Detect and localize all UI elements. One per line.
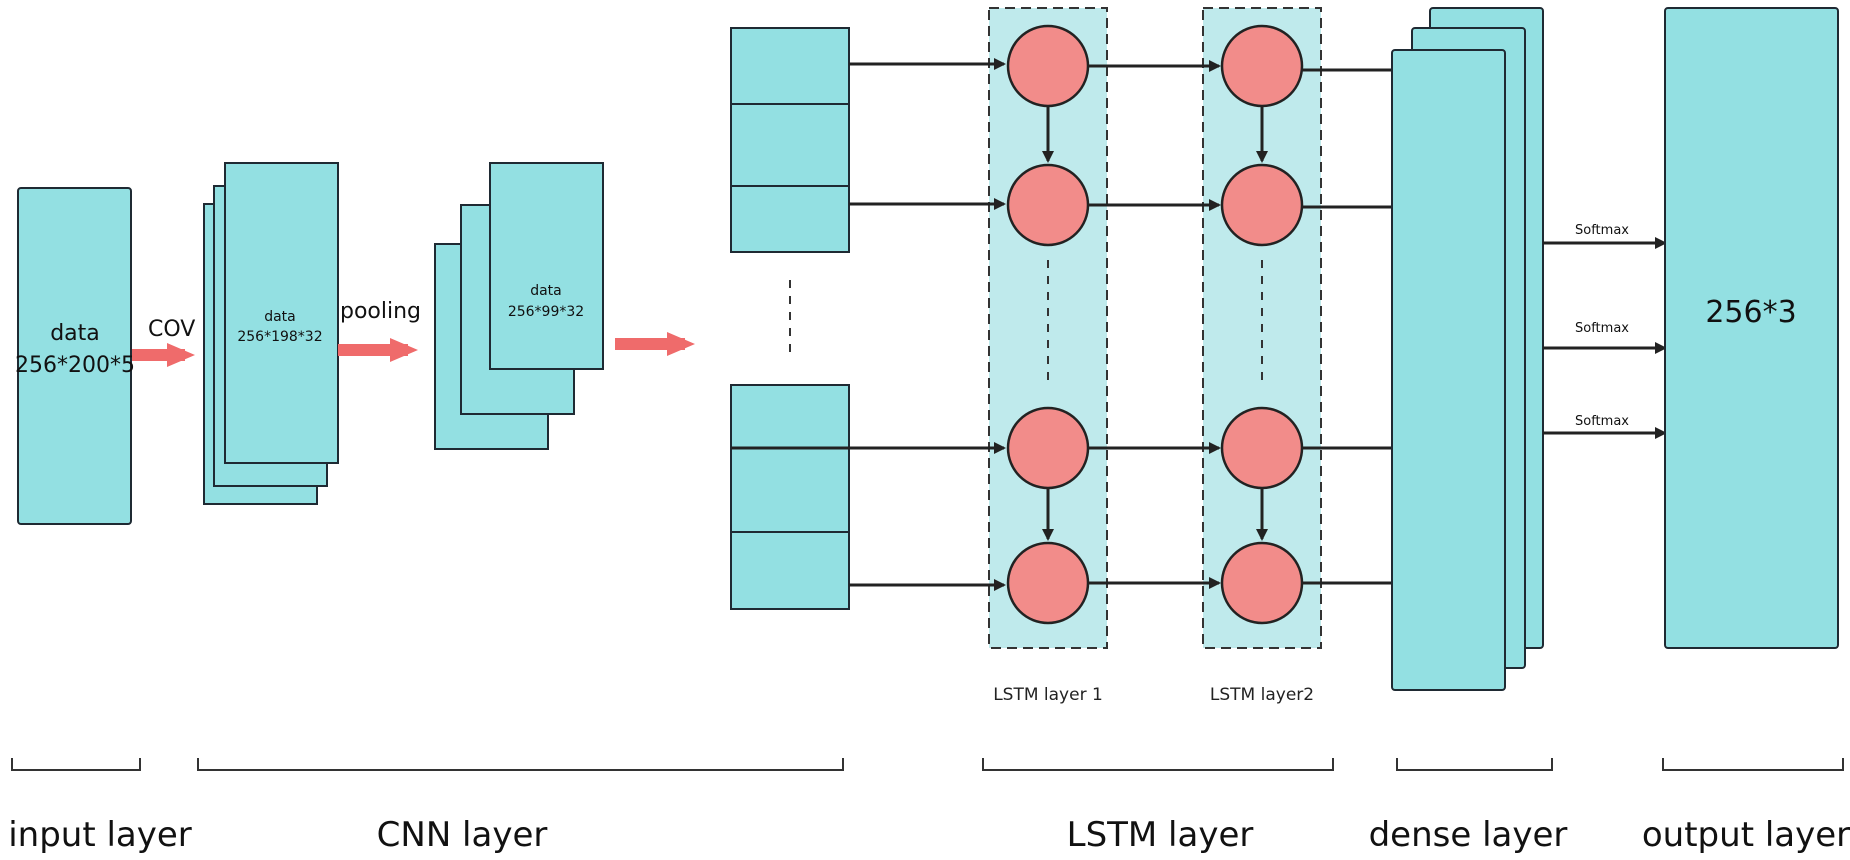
lstm-layer1-label: LSTM layer 1 — [993, 685, 1103, 705]
output-block-label: 256*3 — [1705, 295, 1796, 330]
output-bracket — [1662, 758, 1844, 771]
lstm-layer2-label: LSTM layer2 — [1210, 685, 1314, 705]
input-data-dims: 256*200*5 — [15, 353, 135, 378]
lstm2-cell — [1220, 541, 1304, 625]
input-bracket — [11, 758, 141, 771]
lstm2-cell — [1220, 163, 1304, 247]
cnn-bracket — [197, 758, 844, 771]
softmax-label: Softmax — [1575, 321, 1629, 336]
output-layer-label: output layer — [1642, 815, 1850, 855]
pool-map-front — [489, 162, 604, 370]
conv-map-front — [224, 162, 339, 464]
lstm1-cell — [1006, 24, 1090, 108]
lstm2-cell — [1220, 406, 1304, 490]
pool-data-label: data — [530, 283, 562, 299]
input-data-block — [17, 187, 132, 525]
conv-data-label: data — [264, 309, 296, 325]
cov-label: COV — [148, 317, 195, 342]
softmax-label: Softmax — [1575, 414, 1629, 429]
sequence-block-bottom — [730, 384, 850, 610]
lstm1-cell — [1006, 541, 1090, 625]
dense-bracket — [1396, 758, 1553, 771]
output-block — [1664, 7, 1839, 649]
sequence-block-top — [730, 27, 850, 253]
lstm2-cell — [1220, 24, 1304, 108]
softmax-label: Softmax — [1575, 223, 1629, 238]
dense-layer-label: dense layer — [1369, 815, 1568, 855]
lstm1-cell — [1006, 406, 1090, 490]
dense-block-front — [1391, 49, 1506, 691]
cnn-layer-label: CNN layer — [377, 815, 548, 855]
pooling-label: pooling — [340, 299, 421, 324]
pool-data-dims: 256*99*32 — [508, 304, 584, 320]
input-data-label: data — [50, 321, 100, 346]
conv-data-dims: 256*198*32 — [237, 329, 322, 345]
lstm-bracket — [982, 758, 1334, 771]
lstm-layer-label: LSTM layer — [1067, 815, 1254, 855]
input-layer-label: input layer — [8, 815, 192, 855]
lstm1-cell — [1006, 163, 1090, 247]
